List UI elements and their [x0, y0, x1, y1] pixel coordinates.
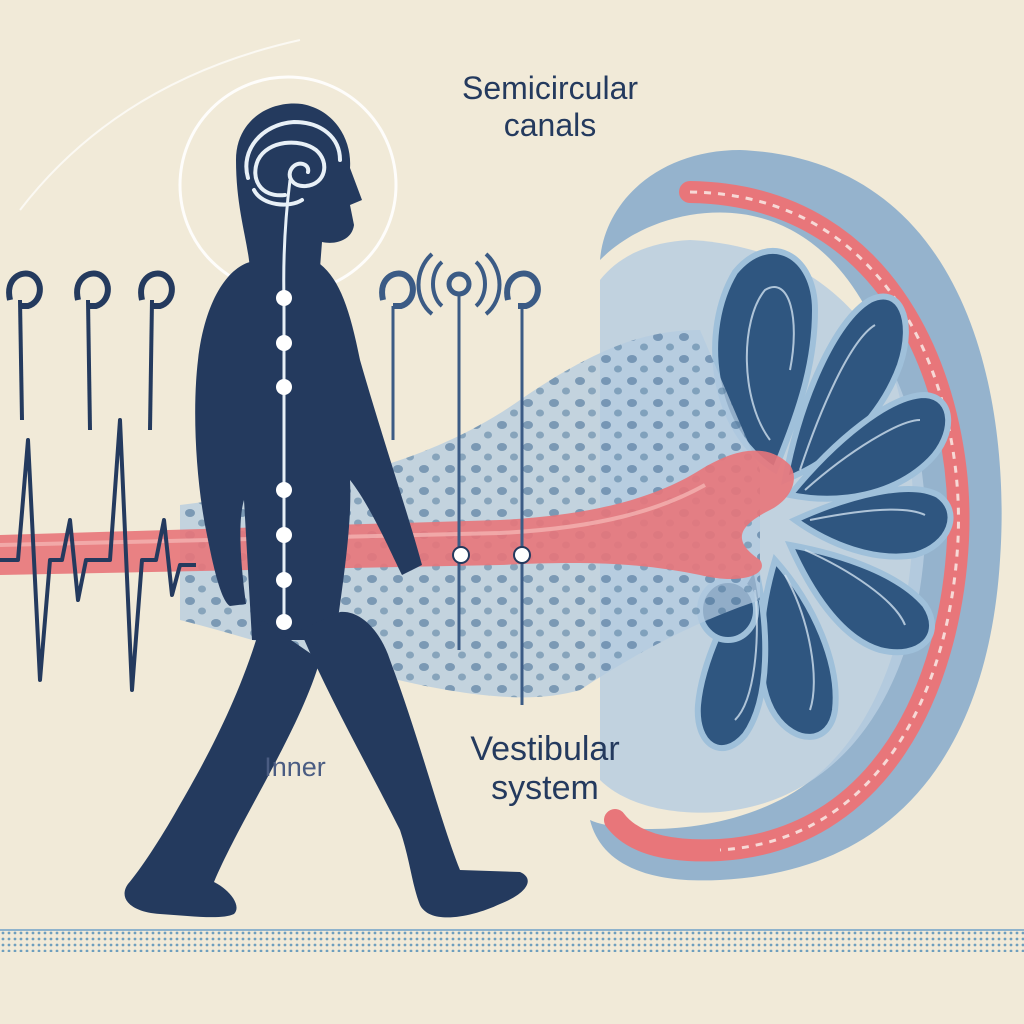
- figure-front-leg: [300, 611, 528, 918]
- label-line: canals: [503, 106, 597, 143]
- canal-nerve-ring: [604, 181, 970, 862]
- ear-sensor-icon: [74, 270, 111, 309]
- petal-highlights: [734, 286, 926, 721]
- label-line: Semicircular: [461, 70, 639, 106]
- nerve-node: [452, 546, 470, 564]
- figure-back-leg: [124, 620, 320, 918]
- ground-strip: [0, 930, 1024, 952]
- spinal-nodes: [276, 290, 292, 630]
- canal-nerve-dashes: [689, 190, 960, 852]
- ear-sensor-icon: [138, 270, 175, 309]
- walking-person-icon: [124, 103, 528, 918]
- spinal-node: [276, 482, 292, 498]
- spinal-node: [276, 379, 292, 395]
- spinal-node: [276, 335, 292, 351]
- label-line: system: [491, 769, 599, 808]
- brain-swirl-icon: [244, 119, 342, 207]
- spinal-node: [276, 290, 292, 306]
- label-line: Vestibular: [470, 730, 620, 768]
- label-inner: Inner: [264, 752, 326, 782]
- petal: [789, 486, 954, 560]
- label-semicircular-canals: Semicircular canals: [440, 70, 660, 144]
- background-arc: [19, 39, 301, 211]
- ear-sensor-icon: [6, 270, 43, 309]
- spinal-node: [276, 527, 292, 543]
- ear-sensor-icon: [504, 270, 541, 309]
- spinal-node: [276, 572, 292, 588]
- ear-sensor-icon: [379, 270, 416, 309]
- petal: [784, 541, 935, 656]
- label-vestibular-system: Vestibular system: [430, 730, 660, 808]
- signal-waves: [0, 299, 196, 692]
- figure-torso: [195, 262, 422, 640]
- vestibular-nerve: [0, 450, 794, 580]
- sensor-icons-mid: [379, 252, 541, 705]
- sensor-icons-left: [6, 270, 175, 309]
- spinal-node: [276, 614, 292, 630]
- vestibular-nerve-highlight: [0, 483, 706, 547]
- nerve-node: [513, 546, 531, 564]
